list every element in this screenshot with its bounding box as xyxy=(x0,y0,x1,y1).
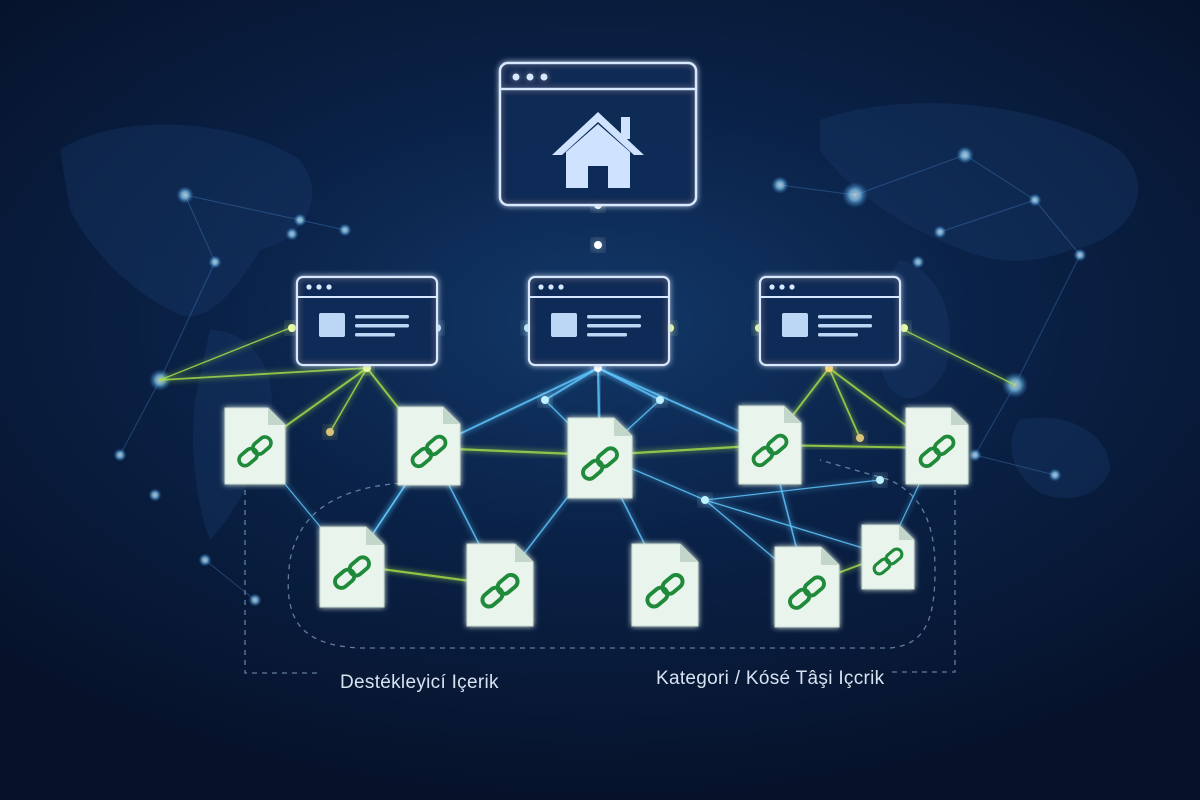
page-fold xyxy=(614,418,632,436)
page-fold xyxy=(951,408,968,425)
page-fold xyxy=(784,406,801,423)
link-icon xyxy=(410,434,448,469)
background-node xyxy=(293,213,307,227)
content-page xyxy=(631,543,699,627)
background-node xyxy=(198,553,212,567)
layout-icon xyxy=(551,313,641,337)
link-line xyxy=(159,367,368,381)
link-icon xyxy=(788,575,826,610)
home-icon xyxy=(552,112,644,188)
page-fold xyxy=(680,544,698,562)
background-node xyxy=(1028,193,1042,207)
background-network xyxy=(119,154,1081,601)
window-dot xyxy=(789,284,795,290)
page-fold xyxy=(443,407,460,424)
link-icon xyxy=(480,572,520,609)
content-page xyxy=(466,543,534,627)
window-dot xyxy=(538,284,544,290)
window-dot xyxy=(779,284,785,290)
page-fold xyxy=(899,525,914,540)
layout-icon xyxy=(782,313,872,337)
background-node xyxy=(968,448,982,462)
window-dot xyxy=(316,284,322,290)
link-line xyxy=(828,367,861,439)
link-icon xyxy=(645,572,685,609)
background-node xyxy=(841,181,869,209)
page-fold xyxy=(515,544,533,562)
content-page xyxy=(567,417,633,499)
background-node xyxy=(285,227,299,241)
background-node xyxy=(176,186,194,204)
content-group-outline xyxy=(244,459,956,674)
link-junction xyxy=(900,324,908,332)
content-page xyxy=(319,526,385,608)
link-junctions xyxy=(288,201,908,504)
content-page xyxy=(905,407,969,485)
window-dot xyxy=(548,284,554,290)
link-icon xyxy=(872,547,904,576)
background-node xyxy=(1073,248,1087,262)
content-page xyxy=(774,546,840,628)
content-page xyxy=(397,406,461,486)
window-dot xyxy=(558,284,564,290)
background-node xyxy=(1048,468,1062,482)
background-node xyxy=(771,176,789,194)
background-nodes xyxy=(113,146,1087,607)
link-icon xyxy=(237,435,273,468)
category-page-window xyxy=(295,275,439,367)
window-dot xyxy=(769,284,775,290)
link-junction xyxy=(856,434,864,442)
link-line xyxy=(159,327,291,381)
layout-icon xyxy=(319,313,409,337)
link-icon xyxy=(918,434,956,469)
background-node xyxy=(248,593,262,607)
window-dot xyxy=(326,284,332,290)
category-pillar-content-label: Kategori / Kósé Tâşi Içcrik xyxy=(656,668,885,689)
page-fold xyxy=(366,527,384,545)
link-junction xyxy=(594,241,602,249)
window-frame xyxy=(295,275,439,367)
link-line xyxy=(329,367,368,433)
content-page xyxy=(738,405,802,485)
link-junction xyxy=(541,396,549,404)
background-node xyxy=(911,255,925,269)
link-junction xyxy=(288,324,296,332)
link-icon xyxy=(751,433,789,468)
window-frame xyxy=(527,275,671,367)
link-icon xyxy=(333,555,371,590)
category-page-window xyxy=(527,275,671,367)
window-dot xyxy=(306,284,312,290)
link-line xyxy=(704,499,887,556)
background-node xyxy=(338,223,352,237)
window-frame xyxy=(758,275,902,367)
link-junction xyxy=(701,496,709,504)
page-fold xyxy=(821,547,839,565)
content-page xyxy=(861,524,915,590)
link-line xyxy=(704,479,881,501)
background-node xyxy=(148,488,162,502)
content-page xyxy=(224,407,286,485)
background-node xyxy=(956,146,974,164)
background-node xyxy=(933,225,947,239)
link-junction xyxy=(876,476,884,484)
link-junction xyxy=(656,396,664,404)
link-icon xyxy=(581,446,619,481)
link-line xyxy=(544,367,599,401)
page-fold xyxy=(268,408,285,425)
background-node xyxy=(208,255,222,269)
link-line xyxy=(899,327,1016,386)
supporting-content-label: Destékleyicí Içerik xyxy=(340,672,499,693)
category-page-window xyxy=(758,275,902,367)
background-node xyxy=(113,448,127,462)
link-junction xyxy=(326,428,334,436)
